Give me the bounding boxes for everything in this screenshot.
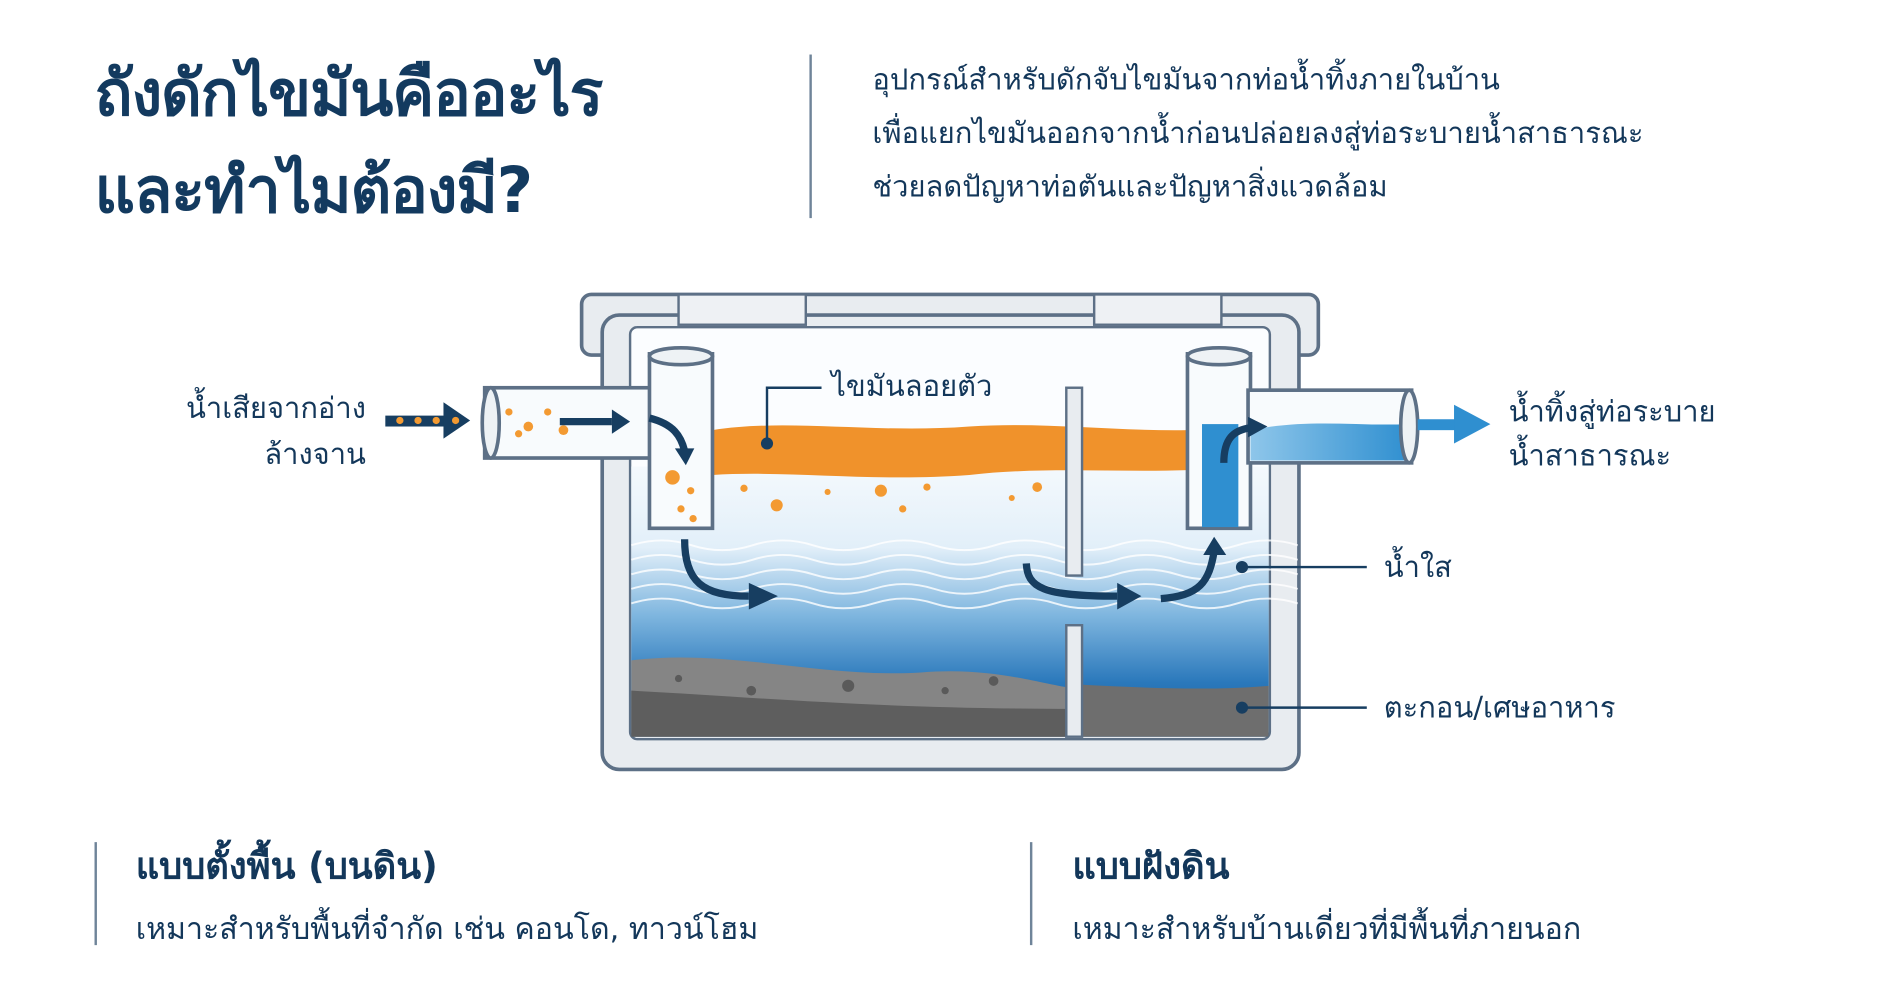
inlet-label-line-2: ล้างจาน xyxy=(264,437,366,472)
type-underground: แบบฝังดิน เหมาะสำหรับบ้านเดี่ยวที่มีพื้น… xyxy=(1072,838,1581,953)
sediment-right xyxy=(1080,684,1269,737)
intro-line-3: ช่วยลดปัญหาท่อตันและปัญหาสิ่งแวดล้อม xyxy=(872,169,1388,204)
inlet-label-line-1: น้ำเสียจากอ่าง xyxy=(186,391,366,426)
fat-layer xyxy=(712,425,1188,478)
clear-water-label: น้ำใส xyxy=(1383,550,1452,585)
title-line-2: และทำไมต้องมี? xyxy=(94,155,534,228)
water-waves xyxy=(631,539,1299,610)
type-heading: แบบตั้งพื้น (บนดิน) xyxy=(135,845,438,889)
outlet-pipe xyxy=(1185,345,1420,531)
type-description: เหมาะสำหรับบ้านเดี่ยวที่มีพื้นที่ภายนอก xyxy=(1072,911,1582,947)
lid-hatch-right xyxy=(1092,293,1223,326)
outlet-label: น้ำทิ้งสู่ท่อระบาย น้ำสาธารณะ xyxy=(1509,390,1716,477)
type-divider-1 xyxy=(94,842,97,946)
sediment-label: ตะกอน/เศษอาหาร xyxy=(1383,690,1616,725)
inlet-pipe xyxy=(480,345,715,531)
type-divider-2 xyxy=(1029,842,1032,946)
baffle-upper xyxy=(1065,386,1084,577)
lid-hatch-left xyxy=(677,293,807,326)
type-above-ground: แบบตั้งพื้น (บนดิน) เหมาะสำหรับพื้นที่จำ… xyxy=(136,838,759,953)
inlet-arrow-icon xyxy=(385,402,471,439)
intro-text: อุปกรณ์สำหรับดักจับไขมันจากท่อน้ำทิ้งภาย… xyxy=(872,53,1643,213)
tank xyxy=(385,292,1491,772)
fat-label: ไขมันลอยตัว xyxy=(831,369,993,404)
title-line-1: ถังดักไขมันคืออะไร xyxy=(94,58,604,131)
header-divider xyxy=(809,54,812,219)
inlet-label: น้ำเสียจากอ่าง ล้างจาน xyxy=(186,385,366,477)
outlet-label-line-2: น้ำสาธารณะ xyxy=(1508,438,1672,473)
type-description: เหมาะสำหรับพื้นที่จำกัด เช่น คอนโด, ทาวน… xyxy=(135,911,759,947)
baffle-lower xyxy=(1065,624,1084,738)
type-heading: แบบฝังดิน xyxy=(1072,845,1230,889)
page-title: ถังดักไขมันคืออะไร และทำไมต้องมี? xyxy=(94,46,604,240)
flow-arrows xyxy=(559,414,1252,603)
outlet-label-line-1: น้ำทิ้งสู่ท่อระบาย xyxy=(1508,395,1716,429)
leader-lines xyxy=(765,386,1367,709)
fat-drops xyxy=(740,482,1043,513)
outlet-arrow-icon xyxy=(1417,404,1491,444)
intro-line-1: อุปกรณ์สำหรับดักจับไขมันจากท่อน้ำทิ้งภาย… xyxy=(872,63,1500,97)
intro-line-2: เพื่อแยกไขมันออกจากน้ำก่อนปล่อยลงสู่ท่อร… xyxy=(872,116,1644,151)
